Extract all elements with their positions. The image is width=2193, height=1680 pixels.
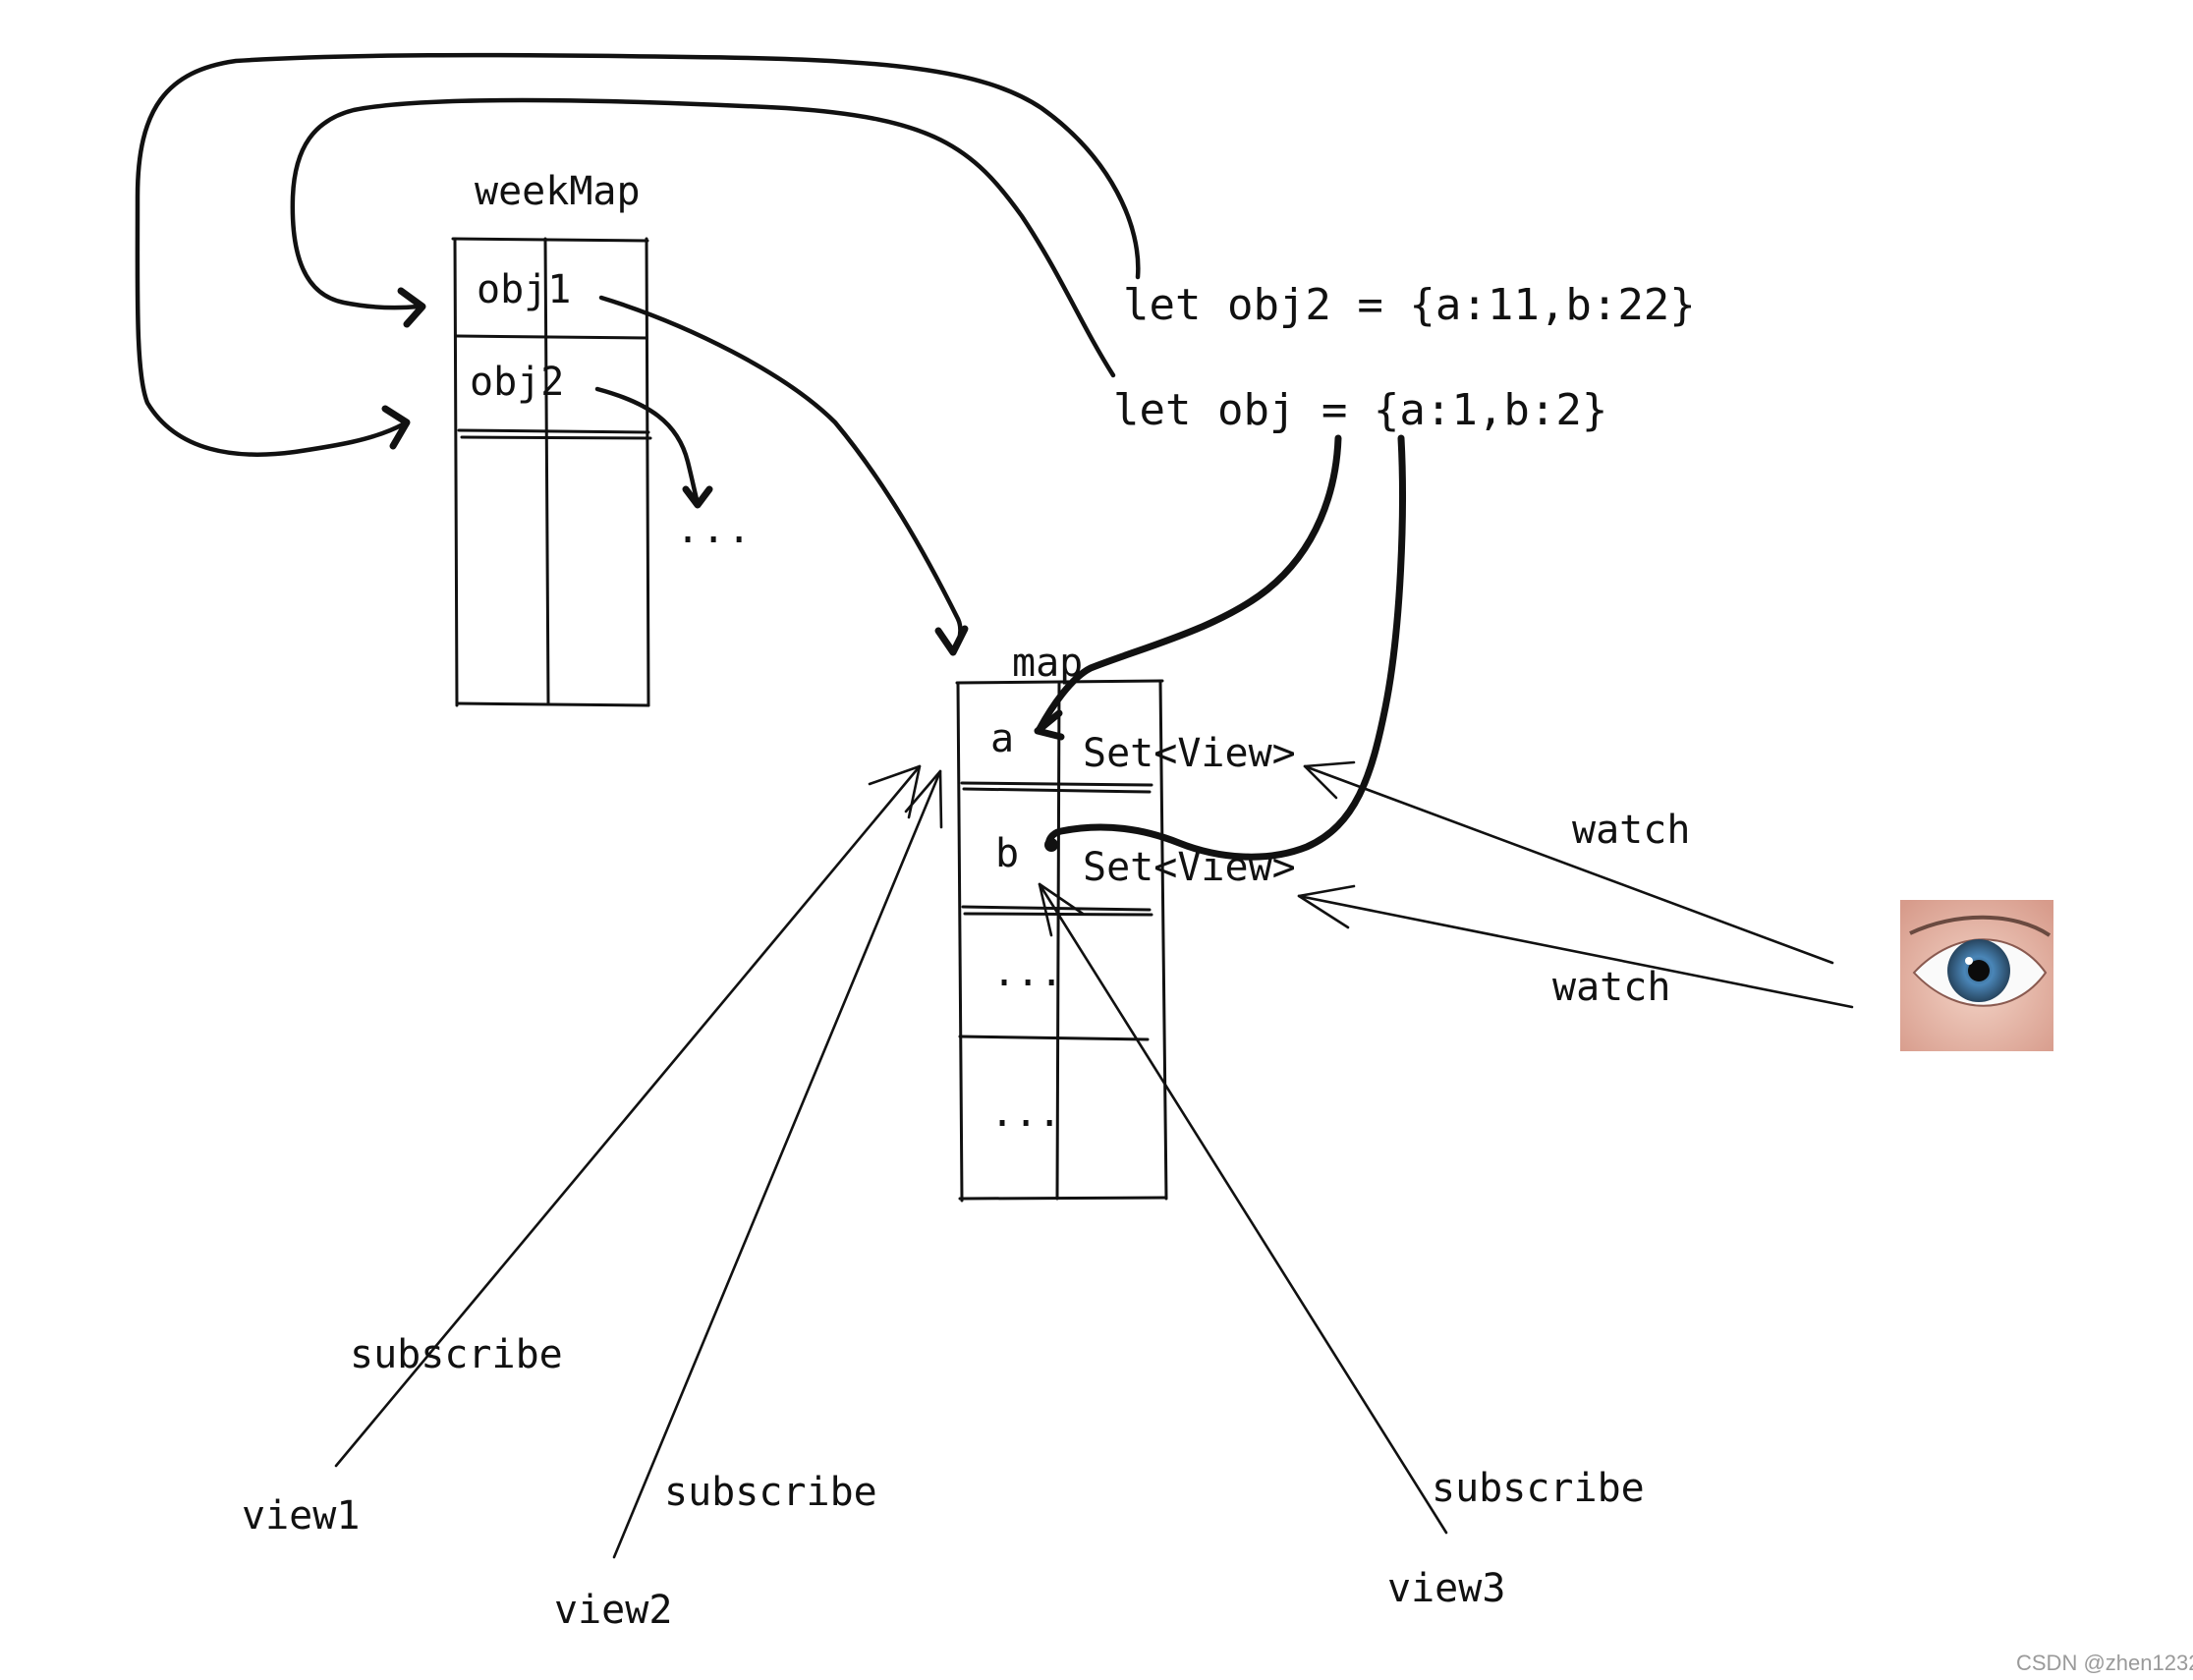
eye-icon bbox=[1900, 900, 2053, 1051]
code-obj-declaration: let obj = {a:1,b:2} bbox=[1113, 385, 1607, 435]
map-key-b: b bbox=[995, 831, 1019, 876]
weakmap-table bbox=[451, 237, 652, 707]
view2-label: view2 bbox=[554, 1588, 672, 1633]
arrow-obj-b-to-map-b bbox=[1044, 434, 1406, 861]
label-subscribe-view1: subscribe bbox=[350, 1332, 563, 1377]
weakmap-overflow-dots: ... bbox=[676, 507, 753, 552]
arrow-watch-bottom bbox=[1297, 884, 1854, 1009]
arrow-obj-to-weakmap bbox=[290, 97, 1116, 378]
label-watch-top: watch bbox=[1572, 808, 1690, 853]
arrow-subscribe-view2 bbox=[612, 769, 943, 1559]
arrow-obj-a-to-map-a bbox=[1034, 434, 1342, 741]
weakmap-key-obj2: obj2 bbox=[470, 360, 564, 405]
label-watch-bottom: watch bbox=[1552, 965, 1670, 1010]
map-key-ellipsis-1: ... bbox=[992, 950, 1063, 995]
map-value-a: Set<View> bbox=[1083, 731, 1296, 776]
map-title: map bbox=[1012, 641, 1083, 686]
map-table bbox=[955, 679, 1168, 1203]
map-value-b: Set<View> bbox=[1083, 845, 1296, 890]
arrow-subscribe-view3 bbox=[1038, 882, 1448, 1535]
arrow-watch-top bbox=[1303, 760, 1834, 965]
view1-label: view1 bbox=[242, 1493, 360, 1539]
view3-label: view3 bbox=[1387, 1566, 1505, 1611]
arrow-obj2-to-weakmap bbox=[135, 52, 1141, 457]
label-subscribe-view3: subscribe bbox=[1432, 1466, 1645, 1511]
map-key-a: a bbox=[990, 716, 1014, 761]
weakmap-title: weekMap bbox=[475, 169, 641, 214]
weakmap-key-obj1: obj1 bbox=[477, 267, 571, 312]
arrow-subscribe-view1 bbox=[334, 764, 922, 1468]
arrow-obj2-to-overflow bbox=[594, 386, 713, 509]
code-obj2-declaration: let obj2 = {a:11,b:22} bbox=[1123, 280, 1696, 330]
watermark: CSDN @zhen12321 bbox=[2016, 1651, 2193, 1675]
label-subscribe-view2: subscribe bbox=[664, 1470, 877, 1515]
map-key-ellipsis-2: ... bbox=[990, 1091, 1061, 1136]
arrow-obj1-to-map bbox=[598, 295, 969, 656]
